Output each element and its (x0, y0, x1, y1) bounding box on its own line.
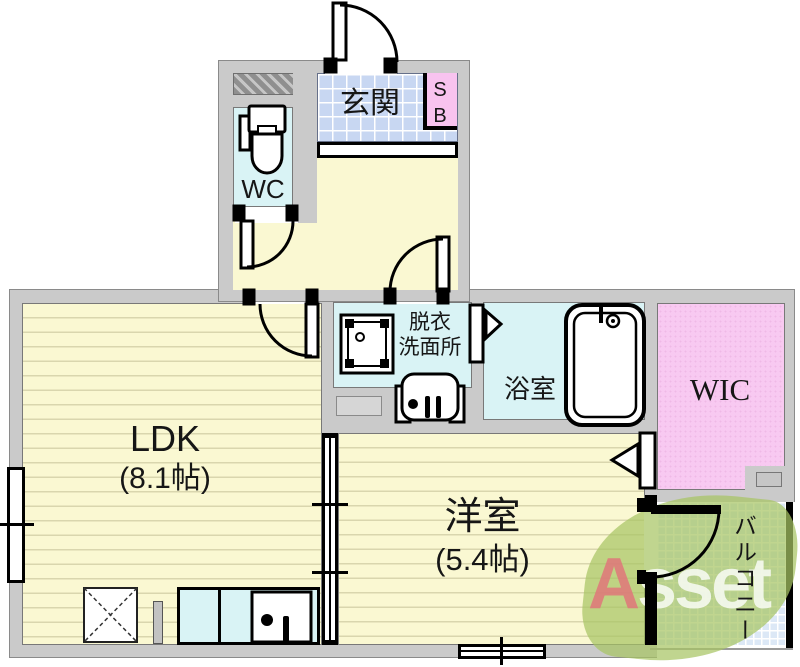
sliding-partition-tick-2 (312, 571, 348, 574)
shoe-box-label-s: S (433, 79, 447, 101)
refrigerator-cross-icon (83, 587, 138, 643)
hall-ldk-door-icon (242, 288, 320, 359)
wic-folding-door-icon (609, 431, 657, 490)
entrance-door-opening (325, 59, 397, 74)
watermark-text: Asset (588, 548, 800, 620)
ldk-label: LDK (129, 418, 201, 459)
washroom-label-line2: 洗面所 (398, 336, 462, 359)
kitchen-counter-divider (218, 589, 221, 643)
bathtub-icon (564, 303, 646, 427)
vanity-sink-icon (394, 372, 466, 424)
wc-side-wall (293, 73, 317, 223)
kitchen-sink-icon (250, 590, 313, 644)
sliding-partition-cap-bottom (322, 640, 338, 645)
wc-door-icon (232, 204, 299, 270)
sliding-partition-tick-1 (312, 503, 348, 506)
bathroom-label: 浴室 (503, 374, 556, 404)
western-room-label: 洋室 (444, 496, 521, 538)
washing-machine-icon (339, 313, 395, 375)
wc-door-opening (235, 207, 298, 223)
window-left-tick (0, 523, 34, 526)
sliding-partition-centerline (329, 437, 331, 641)
shoe-box (423, 73, 457, 130)
wic-notch-box (756, 472, 782, 487)
entrance-door-icon (323, 1, 399, 74)
watermark-letter-a: A (588, 544, 640, 624)
wic-room (657, 303, 785, 490)
wic-label: WIC (689, 372, 751, 407)
entry-step (317, 142, 458, 158)
toilet-icon (238, 104, 287, 175)
watermark-letters-rest: sset (637, 544, 772, 624)
balcony-door-icon (637, 495, 721, 645)
washroom-recess (336, 396, 382, 416)
ldk-size-label: (8.1帖) (119, 462, 211, 495)
bathroom-folding-door-icon (468, 303, 504, 364)
window-bottom-tick (500, 637, 503, 665)
wc-label: WC (241, 174, 285, 204)
washroom-label: 脱衣 洗面所 (393, 310, 467, 360)
balcony-label: バルコニー (730, 514, 757, 644)
hall-washroom-door-icon (383, 235, 451, 305)
western-room-size-label: (5.4帖) (435, 542, 530, 577)
shoe-box-label-b: B (433, 105, 447, 127)
shoe-box-label: S B (423, 77, 457, 129)
washroom-label-line1: 脱衣 (409, 311, 451, 334)
counter-end-panel (153, 601, 163, 644)
genkan-label: 玄関 (340, 87, 400, 120)
sliding-partition-cap-top (322, 433, 338, 438)
